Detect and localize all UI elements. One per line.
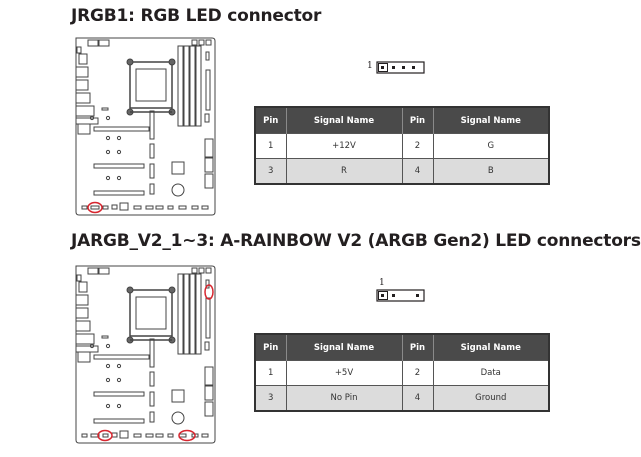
board-outline (75, 265, 216, 444)
pin-number: 2 (401, 133, 434, 159)
header-pin: Pin (254, 107, 287, 134)
header-pin: Pin (254, 334, 287, 361)
jargb-v2-2-highlight (178, 429, 196, 442)
pin-number: 4 (401, 158, 434, 185)
four-pin-header-icon (376, 61, 425, 74)
table-row: 3 No Pin 4 Ground (254, 385, 550, 412)
header-signal-name: Signal Name (285, 107, 403, 134)
jargb-v2-1-highlight (97, 429, 113, 442)
board-outline (75, 37, 216, 216)
signal-name: No Pin (285, 385, 403, 412)
signal-name: Data (432, 360, 550, 386)
signal-name: +5V (285, 360, 403, 386)
section-title-jrgb1: JRGB1: RGB LED connector (71, 6, 322, 26)
jrgb1-pinout-table: Pin Signal Name Pin Signal Name 1 +12V 2… (254, 106, 550, 185)
motherboard-diagram-jargb-v2 (75, 265, 216, 444)
motherboard-diagram-jrgb1 (75, 37, 216, 216)
signal-name: B (432, 158, 550, 185)
jargb-v2-pinout-table: Pin Signal Name Pin Signal Name 1 +5V 2 … (254, 333, 550, 412)
table-row: 3 R 4 B (254, 158, 550, 185)
table-row: 1 +5V 2 Data (254, 360, 550, 386)
pin-number: 1 (254, 133, 287, 159)
signal-name: Ground (432, 385, 550, 412)
pin-number: 3 (254, 158, 287, 185)
header-pin: Pin (401, 334, 434, 361)
header-signal-name: Signal Name (432, 334, 550, 361)
section-title-jargb-v2: JARGB_V2_1~3: A-RAINBOW V2 (ARGB Gen2) L… (71, 231, 641, 251)
pin1-label: 1 (367, 61, 373, 71)
pin-number: 4 (401, 385, 434, 412)
header-signal-name: Signal Name (285, 334, 403, 361)
table-row: 1 +12V 2 G (254, 133, 550, 159)
signal-name: R (285, 158, 403, 185)
pin-number: 2 (401, 360, 434, 386)
three-pin-header-icon (376, 289, 425, 302)
signal-name: G (432, 133, 550, 159)
header-pin: Pin (401, 107, 434, 134)
jargb-v2-3-highlight (204, 284, 214, 300)
jrgb1-highlight (87, 201, 103, 214)
pin-number: 1 (254, 360, 287, 386)
signal-name: +12V (285, 133, 403, 159)
pin1-label: 1 (379, 278, 385, 288)
header-signal-name: Signal Name (432, 107, 550, 134)
pin-number: 3 (254, 385, 287, 412)
